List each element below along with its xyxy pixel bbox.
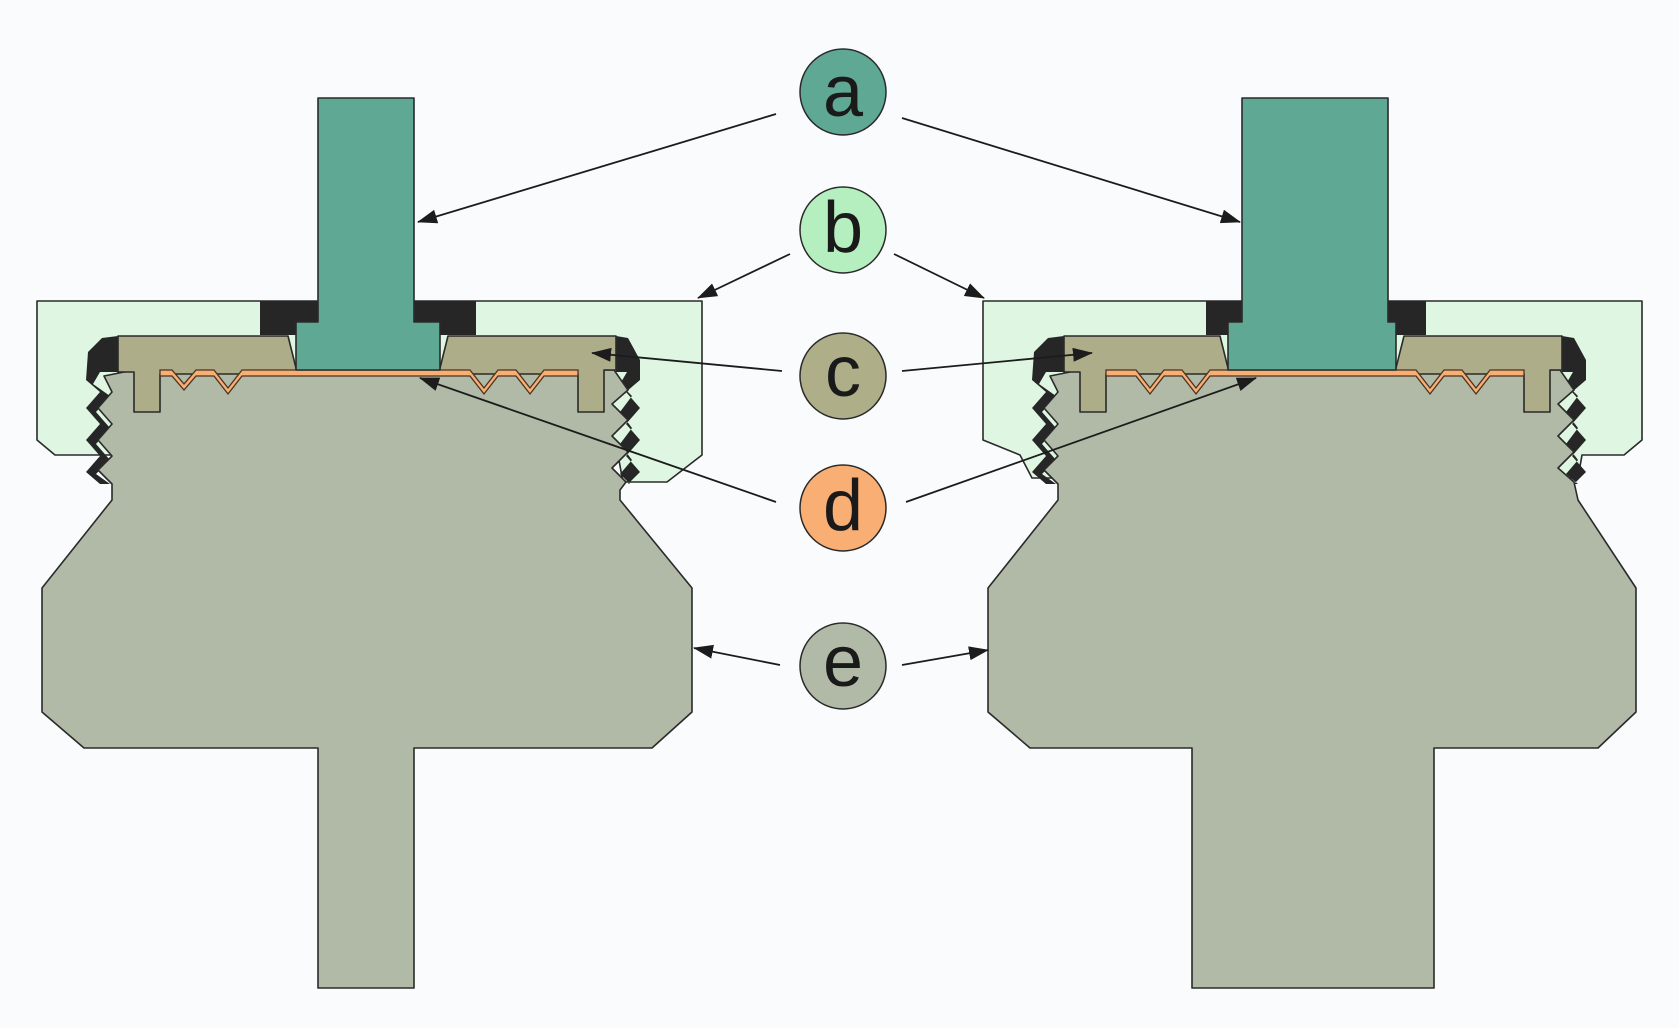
callout-d-circle (799, 464, 887, 552)
callout-d-letter: d (823, 466, 863, 546)
left-assembly (36, 97, 703, 989)
callout-a-letter: a (823, 52, 864, 132)
arrow-b-left (697, 253, 791, 299)
arrow-a-right (901, 117, 1241, 224)
left-pin (295, 97, 441, 371)
left-body (41, 369, 693, 989)
callout-a-circle (799, 48, 887, 136)
callout-e-circle (799, 622, 887, 710)
callout-e: e (799, 622, 887, 710)
right-pin (1227, 97, 1397, 371)
callout-b: b (799, 186, 887, 274)
arrow-e-right (901, 646, 989, 666)
left-foil (159, 369, 579, 396)
callout-a: a (799, 48, 887, 136)
arrow-b-right (893, 253, 985, 299)
callout-c-letter: c (825, 332, 861, 412)
right-assembly (982, 97, 1643, 989)
right-foil (1105, 369, 1525, 396)
arrow-c-right (901, 347, 1093, 372)
callout-b-circle (799, 186, 887, 274)
arrow-c-left (591, 347, 783, 372)
right-body (987, 369, 1637, 989)
callout-d: d (799, 464, 887, 552)
arrow-d-right (905, 377, 1257, 503)
callout-c-circle (799, 332, 887, 420)
callout-b-letter: b (823, 188, 863, 268)
callout-c: c (799, 332, 887, 420)
callout-e-letter: e (823, 622, 863, 702)
arrow-e-left (693, 644, 781, 666)
arrow-a-left (417, 113, 777, 224)
leader-arrows (417, 113, 1257, 666)
arrow-d-left (419, 377, 777, 503)
